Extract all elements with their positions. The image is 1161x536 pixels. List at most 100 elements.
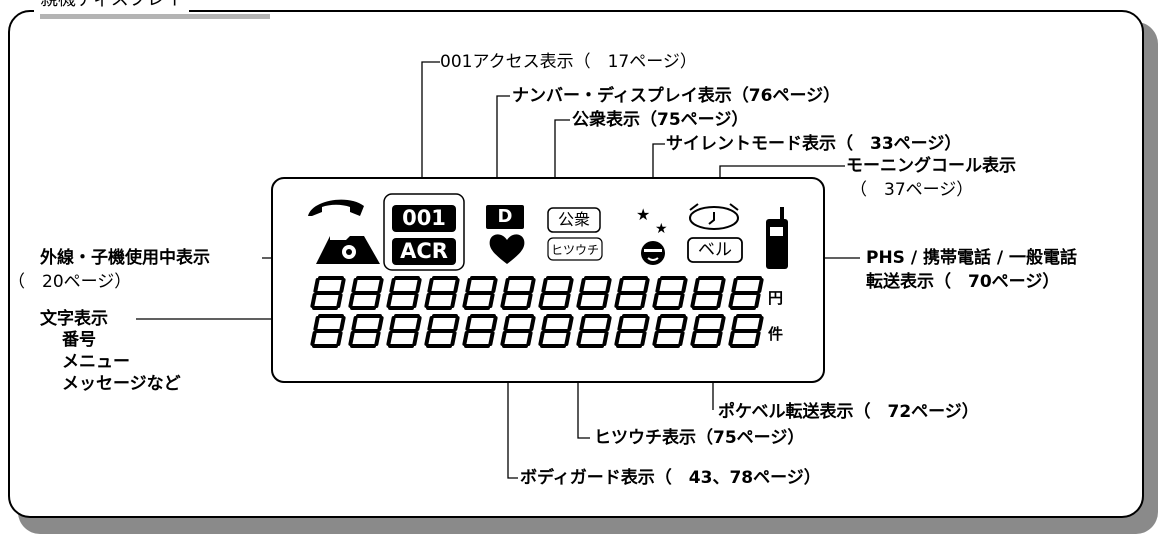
segment-digits (310, 276, 764, 348)
segment-0-5-4 (500, 293, 507, 308)
segment-0-1-4 (348, 293, 355, 308)
segment-1-5-4 (500, 331, 507, 346)
segment-0-11-1 (757, 278, 764, 293)
segment-1-5-2 (526, 331, 533, 346)
label-char-menu: メニュー (62, 352, 130, 372)
segment-0-9-2 (678, 293, 685, 308)
lcd-d-text: D (497, 206, 513, 227)
segment-0-0-5 (313, 278, 320, 293)
segment-1-5-1 (529, 316, 536, 331)
segment-1-11-4 (728, 331, 735, 346)
label-public: 公衆表示（75ページ） (572, 110, 749, 130)
star-icon-2: ★ (655, 221, 668, 237)
segment-0-0-2 (336, 293, 343, 308)
icon-hitsuuchi-box (547, 237, 603, 261)
mobile-phone-icon (766, 207, 788, 269)
label-morning-call-page: （ 37ページ） (850, 180, 974, 200)
segment-1-8-2 (640, 331, 647, 346)
label-pocketbell: ポケベル転送表示（ 72ページ） (718, 402, 979, 422)
segment-1-4-1 (491, 316, 498, 331)
segment-0-2-5 (389, 278, 396, 293)
segment-1-0-4 (310, 331, 317, 346)
label-char-display: 文字表示 (40, 309, 108, 329)
segment-1-8-4 (614, 331, 621, 346)
leader-access (421, 61, 440, 192)
segment-0-7-2 (602, 293, 609, 308)
segment-1-3-1 (453, 316, 460, 331)
segment-1-9-1 (681, 316, 688, 331)
segment-0-2-1 (415, 278, 422, 293)
lcd-acr-text: ACR (400, 239, 448, 263)
segment-0-4-2 (488, 293, 495, 308)
segment-1-3-4 (424, 331, 431, 346)
segment-0-8-5 (617, 278, 624, 293)
segment-0-4-5 (465, 278, 472, 293)
segment-0-7-4 (576, 293, 583, 308)
segment-1-3-5 (427, 316, 434, 331)
segment-0-11-2 (754, 293, 761, 308)
segment-0-6-5 (541, 278, 548, 293)
segment-1-8-5 (617, 316, 624, 331)
segment-1-7-5 (579, 316, 586, 331)
segment-1-4-2 (488, 331, 495, 346)
segment-0-1-2 (374, 293, 381, 308)
segment-1-1-5 (351, 316, 358, 331)
label-access-001: 001アクセス表示（ 17ページ） (440, 52, 697, 72)
segment-1-1-2 (374, 331, 381, 346)
segment-0-10-5 (693, 278, 700, 293)
segment-0-5-1 (529, 278, 536, 293)
segment-1-10-5 (693, 316, 700, 331)
label-outside-line: 外線・子機使用中表示 (40, 248, 210, 268)
segment-1-10-1 (719, 316, 726, 331)
label-bodyguard: ボディガード表示（ 43、78ページ） (520, 468, 821, 488)
segment-0-1-5 (351, 278, 358, 293)
segment-1-1-4 (348, 331, 355, 346)
label-phs-transfer-2: 転送表示（ 70ページ） (866, 272, 1060, 292)
segment-1-11-2 (754, 331, 761, 346)
segment-1-6-4 (538, 331, 545, 346)
segment-1-7-1 (605, 316, 612, 331)
icon-d-bg (486, 205, 524, 229)
segment-0-3-1 (453, 278, 460, 293)
segment-1-2-4 (386, 331, 393, 346)
segment-0-11-4 (728, 293, 735, 308)
segment-0-7-5 (579, 278, 586, 293)
segment-0-2-4 (386, 293, 393, 308)
handset-icon (308, 199, 380, 264)
segment-0-3-4 (424, 293, 431, 308)
label-silent-mode: サイレントモード表示（ 33ページ） (666, 134, 962, 154)
alarm-clock-icon (689, 203, 739, 230)
lcd-koushuu-text: 公衆 (557, 210, 590, 229)
segment-0-6-1 (567, 278, 574, 293)
segment-1-0-5 (313, 316, 320, 331)
segment-0-6-4 (538, 293, 545, 308)
segment-1-0-1 (339, 316, 346, 331)
lcd-hitsuuchi-text: ヒツウチ (550, 243, 599, 257)
segment-1-6-2 (564, 331, 571, 346)
segment-0-8-1 (643, 278, 650, 293)
segment-1-7-2 (602, 331, 609, 346)
icon-001-bg (392, 205, 456, 232)
title-underline (40, 14, 270, 19)
segment-0-0-1 (339, 278, 346, 293)
segment-1-11-1 (757, 316, 764, 331)
segment-1-11-5 (731, 316, 738, 331)
segment-0-11-5 (731, 278, 738, 293)
segment-0-4-4 (462, 293, 469, 308)
segment-0-10-1 (719, 278, 726, 293)
segment-1-2-1 (415, 316, 422, 331)
segment-0-5-5 (503, 278, 510, 293)
segment-1-3-2 (450, 331, 457, 346)
segment-1-10-2 (716, 331, 723, 346)
access-group-box (383, 193, 465, 271)
segment-0-5-2 (526, 293, 533, 308)
section-title: 親機ディスプレイ (34, 0, 189, 12)
segment-1-10-4 (690, 331, 697, 346)
segment-0-1-1 (377, 278, 384, 293)
silent-face-icon (641, 241, 665, 265)
segment-0-3-5 (427, 278, 434, 293)
label-char-number: 番号 (62, 330, 96, 350)
segment-0-9-4 (652, 293, 659, 308)
heart-icon (489, 234, 525, 264)
lcd-ken-text: 件 (768, 325, 784, 343)
